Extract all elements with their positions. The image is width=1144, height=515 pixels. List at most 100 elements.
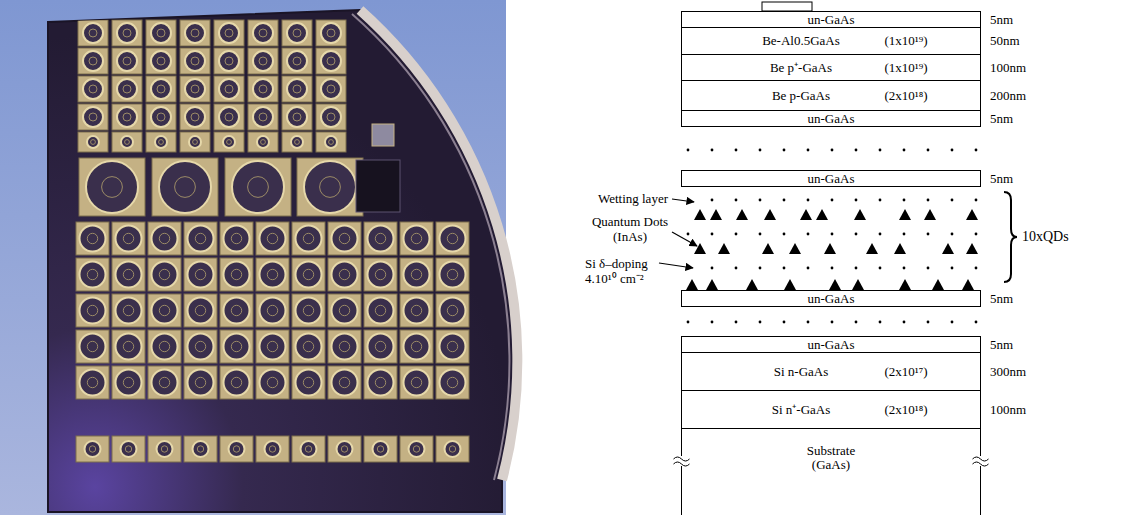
layer-name: Si n-GaAs — [726, 365, 876, 379]
dopant-dot — [831, 233, 834, 236]
thickness-label: 300nm — [990, 364, 1050, 379]
dopant-dot — [927, 321, 930, 324]
device-cell — [220, 330, 253, 363]
device-cell — [112, 20, 142, 46]
dopant-dot — [711, 233, 714, 236]
thickness-label: 200nm — [990, 88, 1050, 103]
dopant-dot — [687, 233, 690, 236]
device-grid — [76, 20, 469, 462]
quantum-dot — [784, 279, 796, 290]
device-cell — [76, 222, 109, 255]
curly-brace — [1004, 192, 1017, 282]
quantum-dot — [816, 209, 828, 220]
device-cell — [316, 20, 346, 46]
quantum-dot — [899, 279, 911, 290]
device-cell — [148, 294, 181, 327]
dopant-dot — [951, 267, 954, 270]
device-cell — [76, 258, 109, 291]
dopant-dot — [879, 321, 882, 324]
layer-name: Be p⁺-GaAs — [726, 61, 876, 75]
device-cell — [112, 104, 142, 130]
device-cell — [148, 436, 181, 462]
quantum-dot — [824, 243, 836, 254]
dopant-dot — [855, 267, 858, 270]
device-cell — [328, 222, 361, 255]
dopant-dot — [831, 321, 834, 324]
device-cell — [180, 76, 210, 102]
device-cell — [214, 20, 244, 46]
device-cell — [78, 76, 108, 102]
quantum-dot — [866, 243, 878, 254]
quantum-dot — [942, 243, 954, 254]
device-cell — [436, 294, 469, 327]
dopant-dot — [975, 149, 978, 152]
device-cell — [112, 330, 145, 363]
device-cell — [146, 48, 176, 74]
dopant-dot — [783, 233, 786, 236]
device-cell — [184, 330, 217, 363]
device-cell — [112, 48, 142, 74]
quantum-dot — [764, 209, 776, 220]
thickness-label: 5nm — [990, 171, 1050, 186]
dopant-dot — [759, 149, 762, 152]
dopant-dot — [807, 199, 810, 202]
dopant-dot — [783, 267, 786, 270]
dopant-dot — [759, 267, 762, 270]
quantum-dot — [762, 243, 774, 254]
thickness-label: 50nm — [990, 33, 1050, 48]
dopant-dot — [687, 149, 690, 152]
dopant-dot — [687, 321, 690, 324]
thickness-label: 5nm — [990, 291, 1050, 306]
device-cell — [146, 76, 176, 102]
device-cell — [364, 436, 397, 462]
wafer-bevel-edge — [352, 14, 509, 480]
dopant-dot — [831, 267, 834, 270]
device-cell — [400, 222, 433, 255]
device-cell — [256, 294, 289, 327]
device-cell — [400, 330, 433, 363]
device-cell — [256, 330, 289, 363]
device-cell — [292, 330, 325, 363]
dopant-dot — [927, 233, 930, 236]
device-cell — [364, 258, 397, 291]
device-cell — [292, 258, 325, 291]
dopant-dot — [903, 233, 906, 236]
dopant-dot — [735, 149, 738, 152]
delta-doping-dots — [687, 149, 978, 324]
dopant-dot — [783, 321, 786, 324]
device-cell — [256, 222, 289, 255]
quantum-dot — [894, 243, 906, 254]
device-cell — [328, 294, 361, 327]
dopant-dot — [855, 199, 858, 202]
device-cell — [220, 222, 253, 255]
device-cell — [316, 104, 346, 130]
callout-label: Si δ–doping 4.10¹⁰ cm⁻² — [585, 256, 675, 286]
dopant-dot — [855, 321, 858, 324]
layer-name: un-GaAs — [808, 292, 855, 306]
device-cell — [148, 258, 181, 291]
device-cell — [225, 158, 291, 216]
doping-level: (2x10¹⁸) — [871, 403, 941, 417]
dopant-dot — [807, 267, 810, 270]
device-cell — [328, 366, 361, 399]
brace-label: 10xQDs — [1022, 229, 1102, 244]
quantum-dot-triangles — [686, 209, 978, 290]
device-cell — [248, 20, 278, 46]
quantum-dot — [932, 279, 944, 290]
device-cell — [180, 132, 210, 152]
layer-name: Be-Al0.5GaAs — [726, 34, 876, 48]
device-cell — [220, 294, 253, 327]
device-cell — [400, 294, 433, 327]
dopant-dot — [903, 321, 906, 324]
dopant-dot — [735, 233, 738, 236]
quantum-dot — [966, 243, 978, 254]
device-cell — [180, 48, 210, 74]
dopant-dot — [711, 267, 714, 270]
device-cell — [292, 366, 325, 399]
layer-name: Si n⁺-GaAs — [726, 403, 876, 417]
dopant-dot — [711, 149, 714, 152]
device-cell — [292, 436, 325, 462]
dark-pad — [356, 160, 400, 212]
device-cell — [364, 294, 397, 327]
device-cell — [220, 258, 253, 291]
